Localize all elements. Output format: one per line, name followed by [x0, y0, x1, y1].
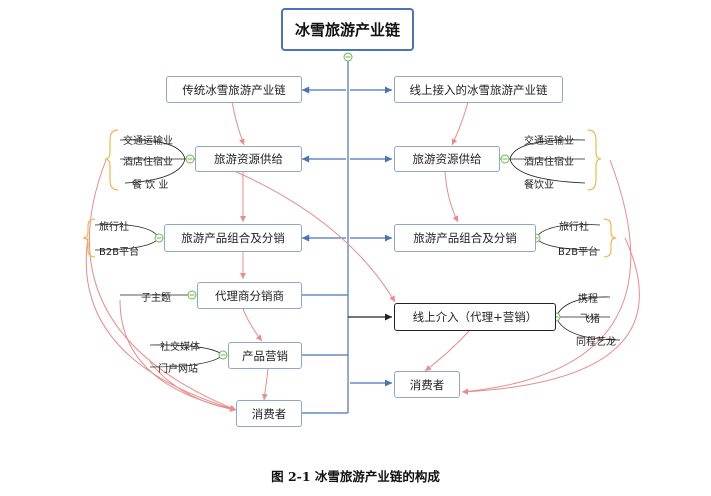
right-supply-leaf-catering: 餐饮业 [524, 180, 554, 191]
right-product-node[interactable]: 旅游产品组合及分销 [394, 224, 536, 252]
right-title-node[interactable]: 线上接入的冰雪旅游产业链 [394, 76, 563, 103]
left-marketing-node[interactable]: 产品营销 [228, 342, 302, 369]
left-supply-leaf-catering: 餐 饮 业 [132, 180, 169, 191]
left-consumer-node[interactable]: 消费者 [236, 400, 302, 427]
left-agency-node[interactable]: 代理商分销商 [197, 282, 302, 309]
right-product-leaf-b2b: B2B平台 [558, 247, 599, 258]
flow-arrows [85, 101, 640, 412]
right-supply-leaf-transport: 交通运输业 [524, 136, 574, 147]
right-online-leaf-fliggy: 飞猪 [580, 314, 600, 325]
right-consumer-node[interactable]: 消费者 [394, 371, 460, 398]
left-product-leaf-agency: 旅行社 [99, 222, 129, 233]
left-title-node[interactable]: 传统冰雪旅游产业链 [166, 76, 302, 103]
root-node[interactable]: 冰雪旅游产业链 [281, 8, 414, 51]
right-product-leaf-agency: 旅行社 [559, 222, 589, 233]
right-online-node[interactable]: 线上介入（代理+营销） [394, 303, 556, 331]
central-spine [302, 56, 392, 414]
left-marketing-leaf-portal: 门户网站 [158, 364, 198, 375]
figure-caption: 图 2-1 冰雪旅游产业链的构成 [271, 469, 440, 484]
right-online-leaf-ly: 同程艺龙 [576, 337, 616, 348]
left-supply-leaf-hotel: 酒店住宿业 [123, 157, 173, 168]
left-product-leaf-b2b: B2B平台 [99, 247, 140, 258]
left-supply-node[interactable]: 旅游资源供给 [195, 146, 302, 172]
left-agency-leaf-subtopic: 子主题 [141, 293, 171, 304]
left-supply-leaf-transport: 交通运输业 [123, 136, 173, 147]
group-braces [82, 129, 617, 258]
right-online-leaf-ctrip: 携程 [578, 294, 598, 305]
right-supply-node[interactable]: 旅游资源供给 [394, 146, 500, 172]
left-marketing-leaf-social: 社交媒体 [160, 342, 200, 353]
right-supply-leaf-hotel: 酒店住宿业 [524, 157, 574, 168]
left-product-node[interactable]: 旅游产品组合及分销 [164, 224, 302, 252]
